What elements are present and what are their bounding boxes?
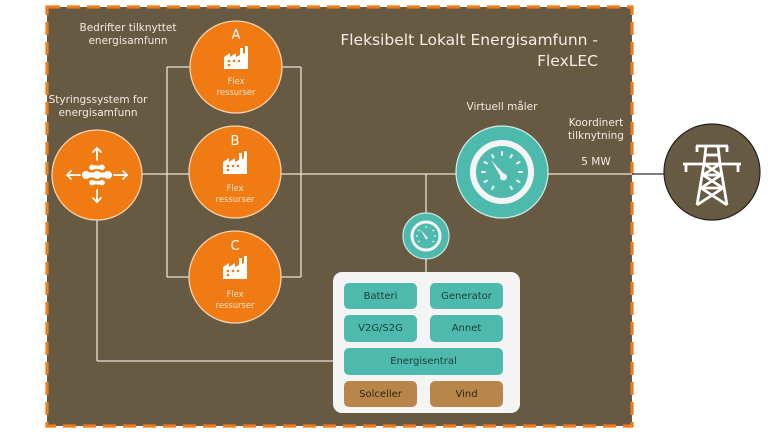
company-b-letter: B — [230, 134, 240, 149]
company-c-caption-line-2: ressurser — [215, 299, 255, 310]
company-b-caption-line-2: ressurser — [215, 193, 255, 204]
company-c-caption-line-1: Flex — [226, 289, 244, 299]
wind-button[interactable]: Vind — [430, 381, 503, 407]
other-button[interactable]: Annet — [430, 315, 503, 342]
generator-button[interactable]: Generator — [430, 283, 503, 309]
capacity-label: 5 MW — [581, 156, 611, 168]
virtual-meter-node[interactable] — [455, 125, 549, 219]
v2g-s2g-button[interactable]: V2G/S2G — [344, 315, 417, 342]
company-a-caption-line-2: ressurser — [216, 86, 256, 97]
company-a-caption-line-1: Flex — [227, 76, 245, 86]
companies-label: Bedrifter tilknyttet energisamfunn — [68, 22, 188, 48]
control-system-label: Styringssystem for energisamfunn — [36, 94, 160, 120]
battery-button[interactable]: Batteri — [344, 283, 417, 309]
virtual-meter-label: Virtuell måler — [466, 101, 538, 113]
diagram-title: Fleksibelt Lokalt Energisamfunn - FlexLE… — [278, 30, 598, 72]
companies-label-line-1: Bedrifter tilknyttet — [79, 22, 177, 34]
grid-node[interactable] — [663, 123, 761, 221]
connection-label: Koordinert tilknytning — [558, 117, 634, 143]
company-c-letter: C — [230, 239, 240, 254]
company-b-caption: Flex ressurser — [205, 183, 265, 204]
factory-icon — [223, 256, 247, 279]
power-pylon-icon — [683, 144, 741, 207]
control-system-node[interactable] — [51, 129, 143, 221]
solar-cells-button[interactable]: Solceller — [344, 381, 417, 407]
control-label-line-1: Styringssystem for — [48, 94, 148, 106]
company-b-caption-line-1: Flex — [226, 183, 244, 193]
factory-icon — [223, 151, 247, 174]
gauge-icon — [470, 140, 534, 204]
factory-icon — [224, 46, 248, 69]
company-c-caption: Flex ressurser — [205, 289, 265, 310]
connection-label-line-2: tilknytning — [568, 130, 624, 142]
gauge-icon — [410, 220, 442, 252]
title-line-2: FlexLEC — [537, 52, 598, 70]
connection-label-line-1: Koordinert — [568, 117, 624, 129]
control-label-line-2: energisamfunn — [58, 107, 138, 119]
sub-meter-node[interactable] — [402, 212, 450, 260]
company-a-letter: A — [231, 28, 241, 43]
energy-central-button[interactable]: Energisentral — [344, 348, 503, 375]
companies-label-line-2: energisamfunn — [88, 35, 168, 47]
network-hub-arrows-icon — [65, 146, 129, 204]
company-a-caption: Flex ressurser — [206, 76, 266, 97]
title-line-1: Fleksibelt Lokalt Energisamfunn - — [340, 31, 598, 49]
energy-resources-panel: Batteri Generator V2G/S2G Annet Energise… — [333, 272, 520, 413]
